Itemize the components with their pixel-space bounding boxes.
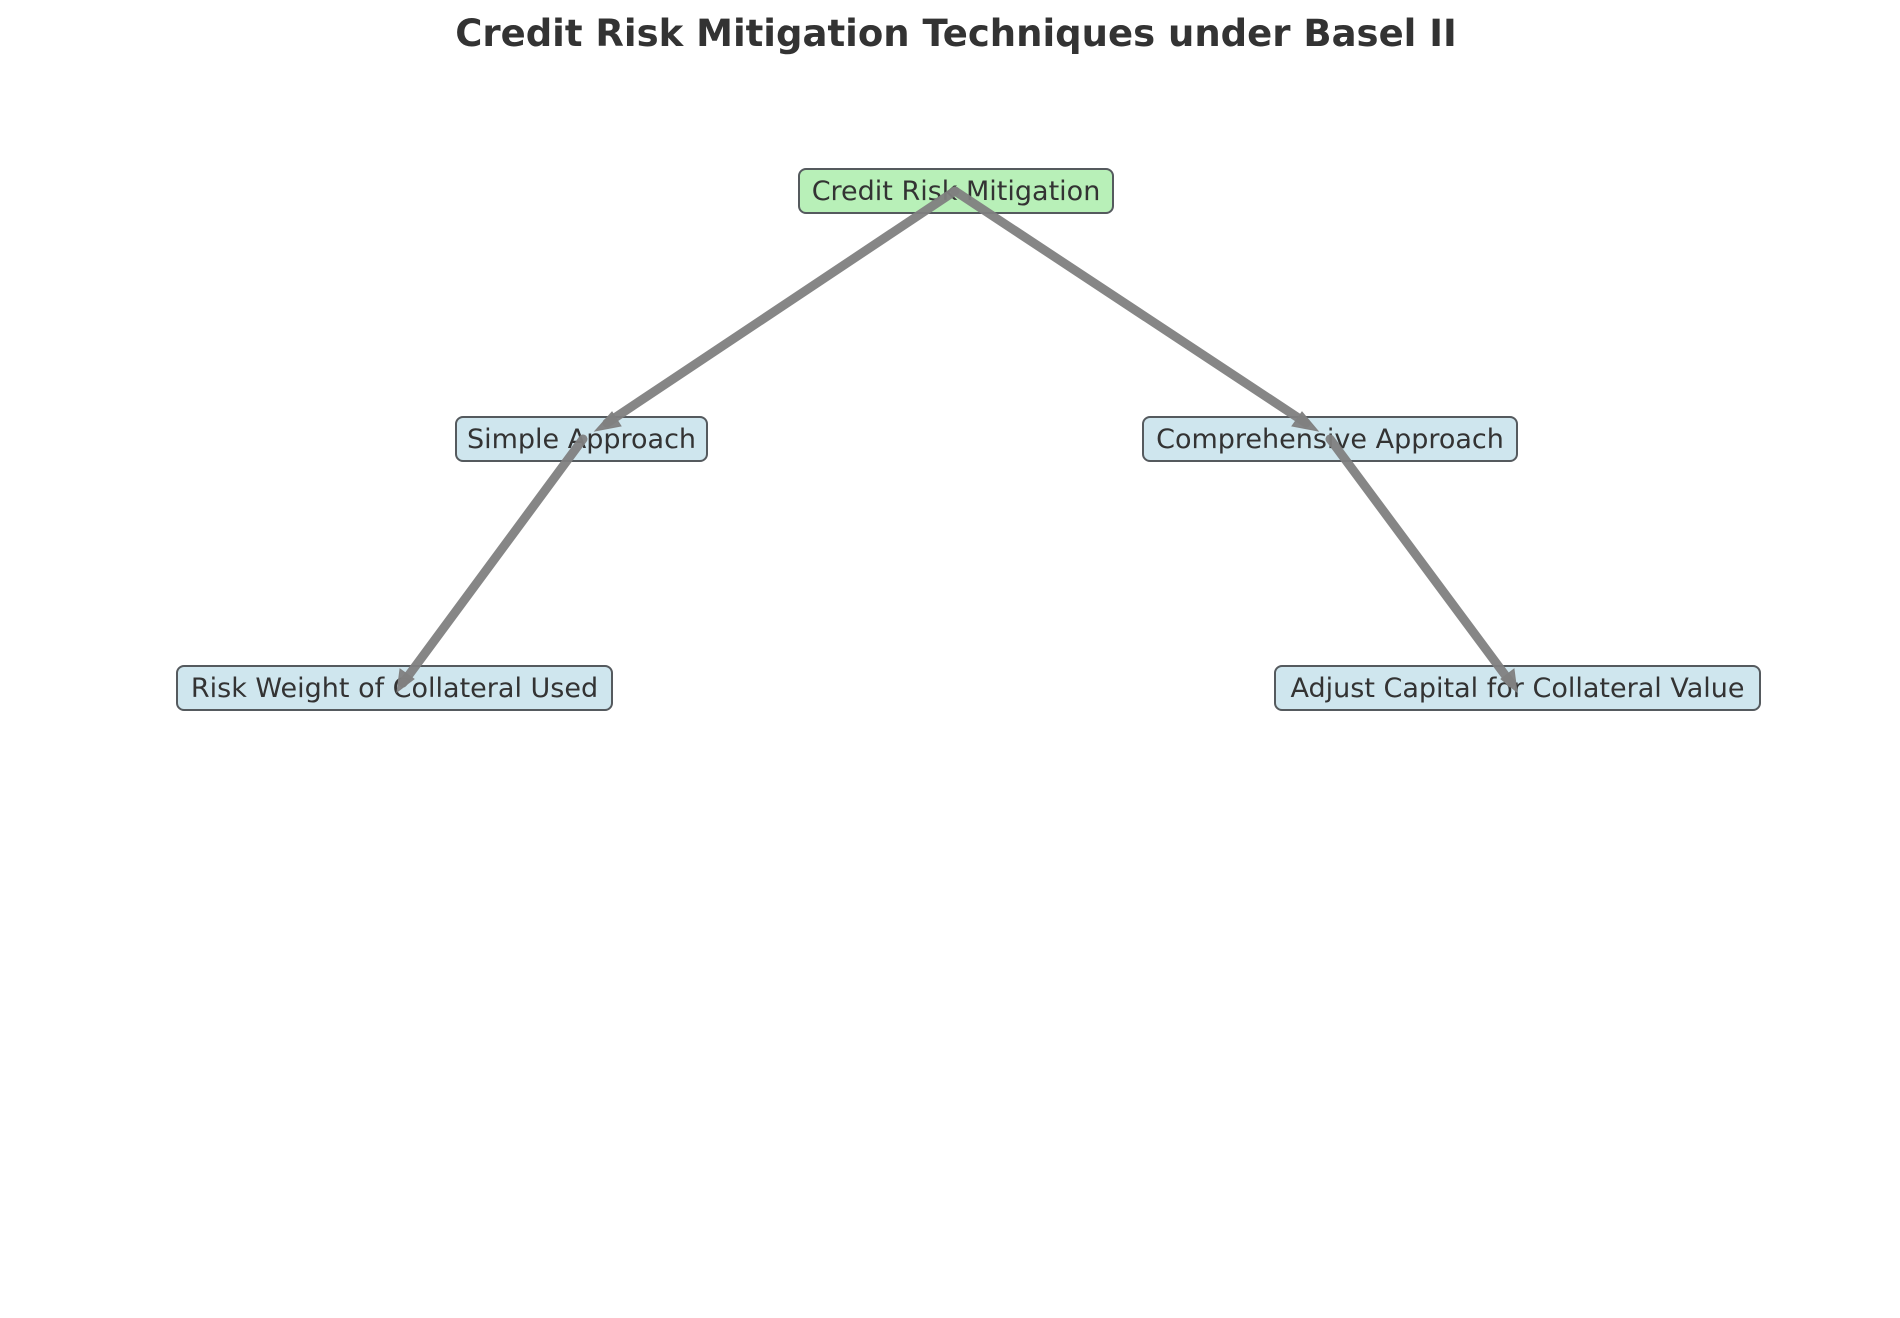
- edge-simple-to-risk-weight: [398, 434, 588, 688]
- node-simple-approach: Simple Approach: [455, 416, 708, 462]
- diagram-title: Credit Risk Mitigation Techniques under …: [455, 12, 1457, 55]
- node-credit-risk-mitigation: Credit Risk Mitigation: [798, 168, 1114, 214]
- edge-comprehensive-to-adjust-capital: [1325, 434, 1516, 688]
- node-adjust-capital-for-collateral-value: Adjust Capital for Collateral Value: [1274, 665, 1761, 711]
- edge-root-to-simple: [602, 186, 960, 428]
- node-comprehensive-approach: Comprehensive Approach: [1142, 416, 1518, 462]
- edge-root-to-comprehensive: [950, 186, 1311, 428]
- node-risk-weight-of-collateral-used: Risk Weight of Collateral Used: [176, 665, 613, 711]
